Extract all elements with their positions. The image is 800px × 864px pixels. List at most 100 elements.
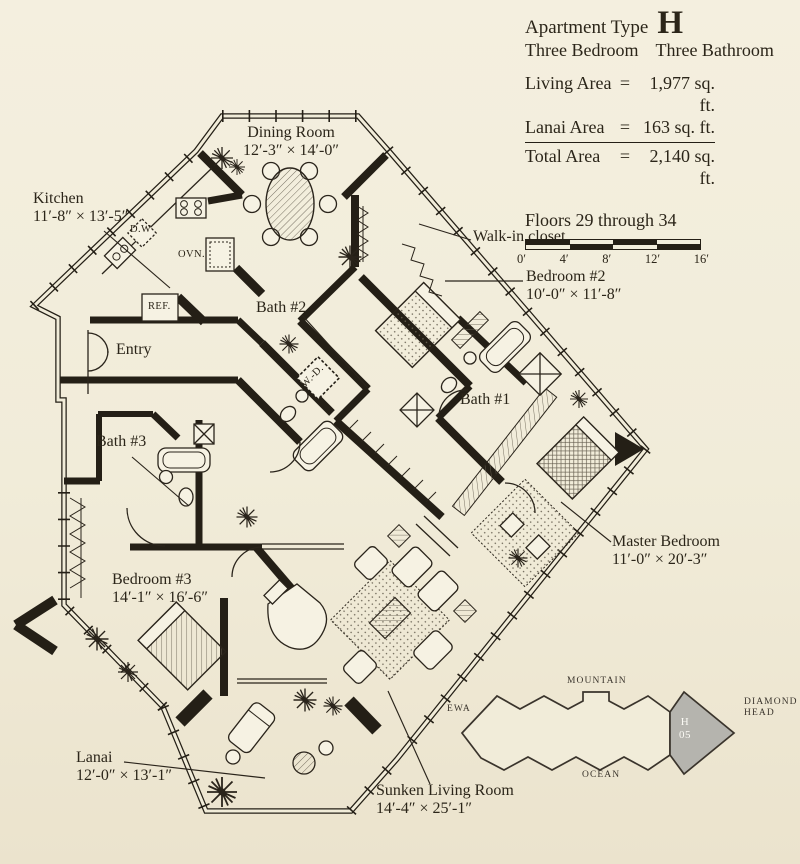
key-plan-diamond-head-label: DIAMOND HEAD <box>744 697 798 719</box>
refrigerator-box <box>141 293 179 322</box>
floors-note: Floors 29 through 34 <box>525 210 677 230</box>
area-label: Total Area <box>525 146 601 166</box>
room-name: Lanai <box>76 749 113 766</box>
room-label-master-bedroom: Master Bedroom 11′-0″ × 20′-3″ <box>612 533 720 569</box>
room-dims: 10′-0″ × 11′-8″ <box>526 286 622 303</box>
interior-walls <box>13 150 644 735</box>
apartment-type-letter: H <box>657 5 684 41</box>
room-dims: 14′-1″ × 16′-6″ <box>112 589 209 606</box>
oven <box>205 237 235 272</box>
bed-bath-line: Three Bedroom Three Bathroom <box>525 40 797 61</box>
diamond-head-line2: HEAD <box>744 708 775 718</box>
room-label-bedroom-3: Bedroom #3 14′-1″ × 16′-6″ <box>112 571 208 607</box>
bath1-fixtures <box>440 320 532 394</box>
grand-piano <box>263 579 328 650</box>
total-area-row: Total Area = 2,140 sq. ft. <box>525 145 715 189</box>
master-rug <box>470 478 580 588</box>
refrigerator-label: REF. <box>148 301 171 312</box>
room-name: Bath #3 <box>96 433 147 450</box>
east-corner-wedge <box>615 432 644 466</box>
bedroom2-dresser <box>450 310 490 350</box>
room-name: Dining Room <box>247 124 335 141</box>
room-label-entry: Entry <box>116 341 152 359</box>
key-plan-ocean-label: OCEAN <box>582 770 621 780</box>
room-dims: 12′-3″ × 14′-0″ <box>242 142 339 159</box>
bath2-fixtures <box>279 389 344 472</box>
area-label: Living Area <box>525 73 612 93</box>
equals-sign: = <box>619 117 631 137</box>
equals-sign: = <box>619 146 631 166</box>
bedroom3-bed <box>137 601 227 691</box>
key-plan-mountain-label: MOUNTAIN <box>567 676 627 686</box>
room-label-dining-room: Dining Room 12′-3″ × 14′-0″ <box>214 124 368 160</box>
key-plan-unit-h05 <box>669 690 736 776</box>
dishwasher-label: D.W <box>130 224 152 235</box>
oven-label: OVN. <box>178 249 205 260</box>
room-name: Kitchen <box>33 190 84 207</box>
door-swings <box>87 332 536 578</box>
lanai-area-row: Lanai Area = 163 sq. ft. <box>525 116 715 138</box>
equals-sign: = <box>619 73 631 93</box>
kitchen-sink <box>103 236 137 270</box>
living-area-row: Living Area = 1,977 sq. ft. <box>525 72 715 116</box>
lanai-furniture <box>225 702 334 775</box>
bathroom-count: Three Bathroom <box>655 40 774 60</box>
key-plan-building-outline <box>460 691 671 771</box>
room-label-kitchen: Kitchen 11′-8″ × 13′-5″ <box>33 190 128 226</box>
room-label-bedroom-2: Bedroom #2 10′-0″ × 11′-8″ <box>526 268 621 304</box>
room-dims: 12′-0″ × 13′-1″ <box>76 767 173 784</box>
room-label-sunken-living-room: Sunken Living Room 14′-4″ × 25′-1″ <box>376 782 514 818</box>
window-tick-marks <box>29 110 651 815</box>
master-closet-band <box>451 387 558 517</box>
kitchen-fixtures <box>101 167 235 322</box>
room-dims: 11′-8″ × 13′-5″ <box>33 208 129 225</box>
closet-hangers <box>69 205 443 598</box>
area-value: 1,977 sq. ft. <box>649 73 715 115</box>
key-plan-ewa-label: EWA <box>447 704 471 714</box>
scale-tick: 4′ <box>559 252 569 266</box>
area-table: Living Area = 1,977 sq. ft. Lanai Area =… <box>525 72 715 189</box>
coffee-table <box>368 596 412 640</box>
room-name: Master Bedroom <box>612 533 720 550</box>
bedroom2-bed <box>374 281 462 369</box>
area-value: 163 sq. ft. <box>643 117 715 137</box>
exterior-window-walls <box>29 110 651 815</box>
apartment-type-label: Apartment Type <box>525 17 649 38</box>
service-shafts <box>193 351 563 445</box>
dining-table <box>242 161 338 247</box>
room-name: Bedroom #2 <box>526 268 606 285</box>
room-name: Bath #2 <box>256 299 307 316</box>
key-plan-unit-label: H 05 <box>668 716 702 741</box>
planter <box>386 523 412 549</box>
scale-bar-graphic <box>525 239 701 250</box>
living-room-seating <box>343 523 478 684</box>
scale-tick: 16′ <box>693 252 709 266</box>
planter <box>452 598 478 624</box>
room-name: Entry <box>116 341 152 358</box>
scale-bar-ticks: 0′ 4′ 8′ 12′ 16′ <box>517 252 709 267</box>
area-value: 2,140 sq. ft. <box>649 146 715 188</box>
unit-number: 05 <box>679 728 691 741</box>
total-rule <box>525 142 715 143</box>
master-bed <box>535 415 621 501</box>
area-label: Lanai Area <box>525 117 605 137</box>
scale-bar: 0′ 4′ 8′ 12′ 16′ <box>517 239 709 267</box>
room-label-bath-1: Bath #1 <box>460 391 510 409</box>
key-plan <box>460 690 736 776</box>
scale-tick: 0′ <box>517 252 526 266</box>
scale-tick: 12′ <box>644 252 661 266</box>
diamond-head-line1: DIAMOND <box>744 697 798 707</box>
room-name: Bath #1 <box>460 391 511 408</box>
washer-dryer-box <box>295 355 341 401</box>
room-label-bath-3: Bath #3 <box>96 433 146 451</box>
scale-tick: 8′ <box>602 252 612 266</box>
bedroom-count: Three Bedroom <box>525 40 639 60</box>
room-dims: 14′-4″ × 25′-1″ <box>376 800 473 817</box>
room-label-bath-2: Bath #2 <box>256 299 306 317</box>
unit-letter: H <box>680 716 690 728</box>
room-dims: 11′-0″ × 20′-3″ <box>612 551 708 568</box>
apartment-type-line: Apartment Type H <box>525 5 797 41</box>
room-name: Bedroom #3 <box>112 571 192 588</box>
